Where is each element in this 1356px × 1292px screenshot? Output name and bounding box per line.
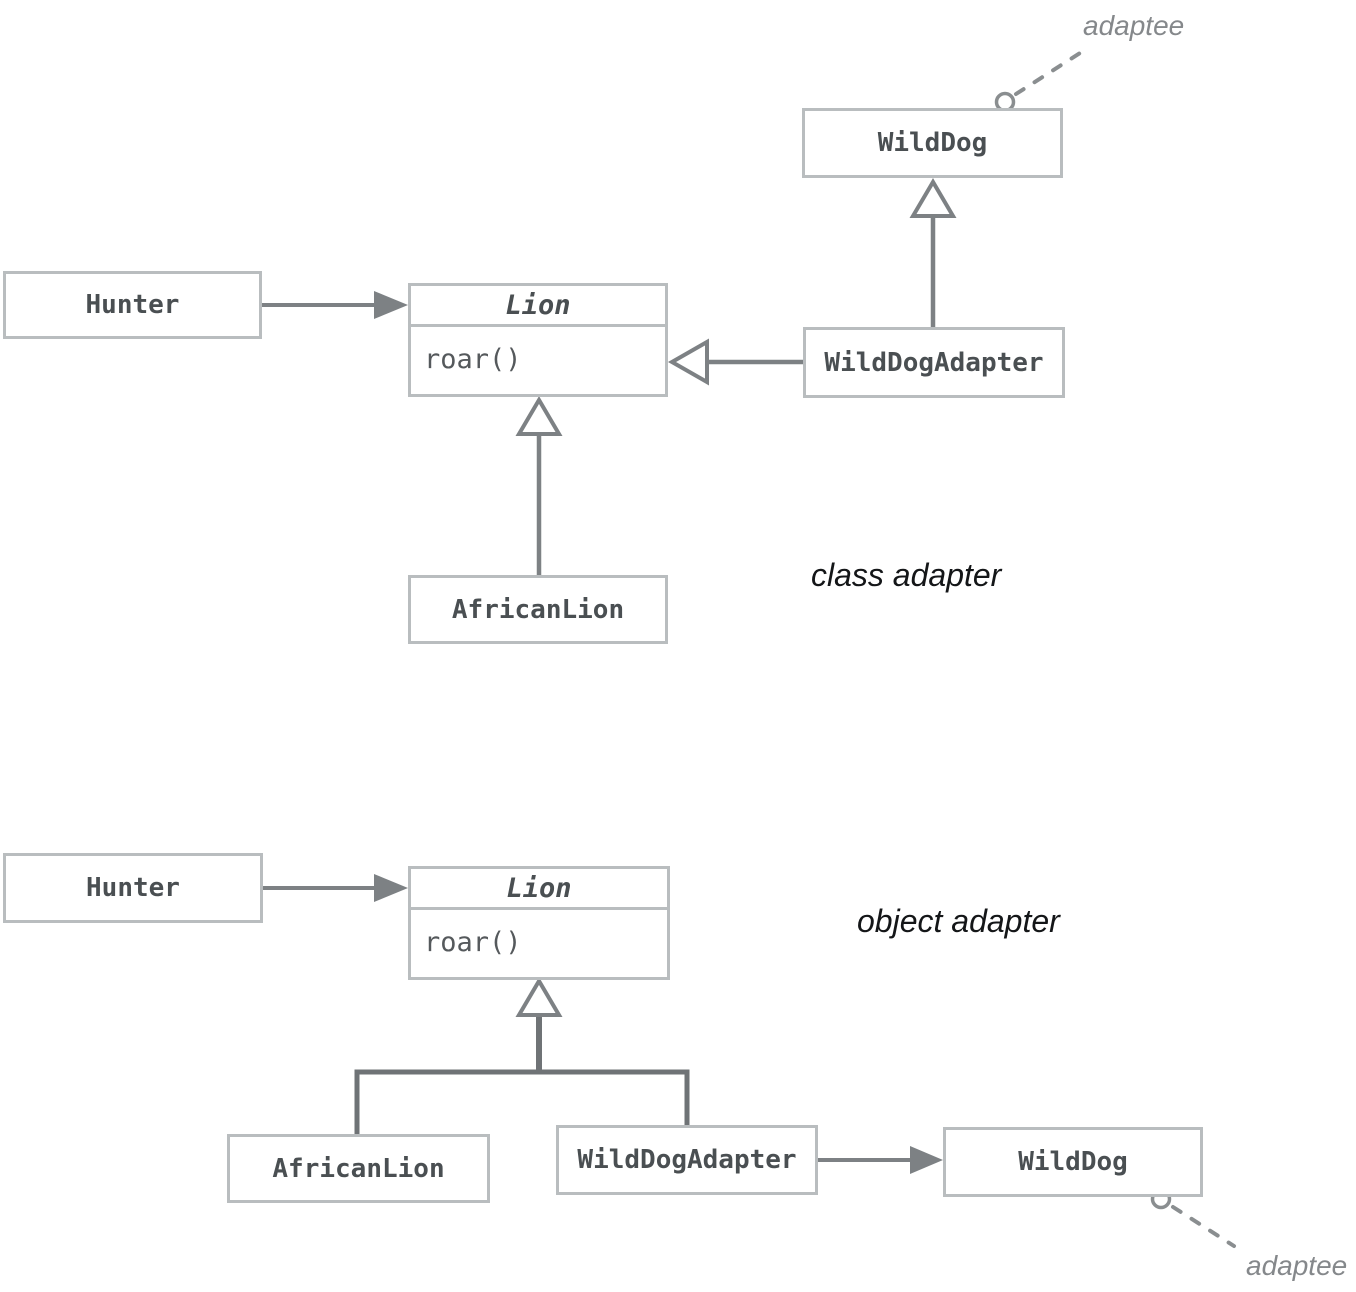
class-box-africanlion-bottom: AfricanLion (227, 1134, 490, 1203)
association-hunter-lion-top (262, 291, 408, 319)
adaptee-note-bottom: adaptee (1246, 1250, 1348, 1281)
class-box-wilddogadapter-top: WildDogAdapter (803, 327, 1065, 398)
lion-method-compartment-top: roar() (411, 327, 665, 391)
method-roar-top: roar() (424, 343, 522, 375)
class-box-wilddog-top: WildDog (802, 108, 1063, 178)
class-name-wilddogadapter-top: WildDogAdapter (824, 347, 1044, 378)
method-roar-bottom: roar() (424, 926, 522, 958)
class-name-africanlion-top: AfricanLion (451, 594, 625, 625)
class-name-wilddog-bottom: WildDog (1018, 1147, 1128, 1177)
class-name-hunter-bottom: Hunter (86, 873, 180, 903)
class-box-lion-top: Lion roar() (408, 283, 668, 397)
association-hunter-lion-bottom (263, 874, 408, 902)
caption-class-adapter: class adapter (811, 557, 1002, 593)
generalization-wilddogadapter-wilddog-top (909, 178, 957, 327)
class-name-lion-top: Lion (505, 289, 571, 321)
adaptee-note-top: adaptee (1083, 10, 1185, 41)
generalization-tree-lion-bottom (354, 977, 690, 1134)
lion-method-compartment-bottom: roar() (411, 910, 667, 974)
caption-object-adapter: object adapter (857, 903, 1060, 939)
class-name-wilddogadapter-bottom: WildDogAdapter (577, 1145, 797, 1175)
lion-title-compartment-bottom: Lion (411, 869, 667, 910)
class-name-africanlion-bottom: AfricanLion (272, 1153, 445, 1184)
note-link-adaptee-top (994, 51, 1082, 113)
generalization-wilddogadapter-lion-top (667, 338, 803, 386)
class-box-lion-bottom: Lion roar() (408, 866, 670, 980)
class-box-africanlion-top: AfricanLion (408, 575, 668, 644)
class-name-wilddog-top: WildDog (877, 128, 988, 158)
lion-title-compartment-top: Lion (411, 286, 665, 327)
class-name-hunter-top: Hunter (85, 290, 180, 320)
class-box-wilddogadapter-bottom: WildDogAdapter (556, 1125, 818, 1195)
generalization-africanlion-lion-top (515, 396, 563, 575)
class-box-wilddog-bottom: WildDog (943, 1127, 1203, 1197)
class-box-hunter-top: Hunter (3, 271, 262, 339)
association-wilddogadapter-wilddog-bottom (818, 1146, 943, 1174)
class-name-lion-bottom: Lion (506, 872, 572, 904)
class-box-hunter-bottom: Hunter (3, 853, 263, 923)
note-link-adaptee-bottom (1150, 1188, 1236, 1248)
